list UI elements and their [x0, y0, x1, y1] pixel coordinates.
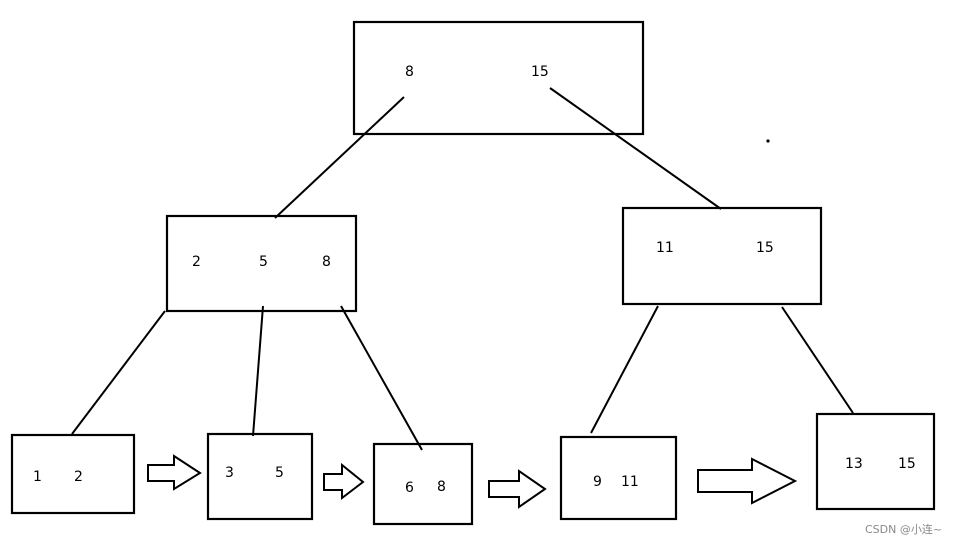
leaf-5-key-2: 15	[898, 456, 916, 472]
leaf-node-3	[372, 442, 474, 526]
root-key-2: 15	[531, 64, 549, 80]
leaf-2-key-1: 3	[225, 465, 234, 481]
leaf-link-arrow-4	[697, 457, 798, 505]
internal-left-key-2: 5	[259, 254, 268, 270]
leaf-4-key-1: 9	[593, 474, 602, 490]
internal-right-key-1: 11	[656, 240, 674, 256]
internal-node-right	[621, 206, 823, 306]
internal-left-key-3: 8	[322, 254, 331, 270]
internal-left-key-1: 2	[192, 254, 201, 270]
edge-root-to-right	[549, 87, 722, 210]
watermark: CSDN @小连~	[865, 523, 943, 536]
leaf-5-key-1: 13	[845, 456, 863, 472]
edge-right-to-leaf-4	[590, 305, 659, 434]
leaf-3-key-2: 8	[437, 479, 446, 495]
internal-node-left	[165, 214, 358, 313]
leaf-1-key-1: 1	[33, 469, 42, 485]
edge-left-to-leaf-1	[71, 310, 166, 435]
edge-left-to-leaf-3	[340, 305, 423, 451]
leaf-node-2	[206, 432, 314, 521]
leaf-link-arrow-1	[147, 454, 202, 491]
leaf-1-key-2: 2	[74, 469, 83, 485]
stray-dot	[766, 139, 770, 143]
root-node	[352, 20, 645, 136]
leaf-4-key-2: 11	[621, 474, 639, 490]
edge-right-to-leaf-5	[781, 306, 854, 414]
leaf-node-5	[815, 412, 936, 511]
leaf-2-key-2: 5	[275, 465, 284, 481]
leaf-node-1	[10, 433, 136, 515]
root-key-1: 8	[405, 64, 414, 80]
edge-root-to-left	[274, 96, 405, 219]
edge-left-to-leaf-2	[252, 305, 264, 437]
leaf-3-key-1: 6	[405, 480, 414, 496]
leaf-link-arrow-2	[323, 462, 365, 501]
internal-right-key-2: 15	[756, 240, 774, 256]
leaf-node-4	[559, 435, 678, 521]
leaf-link-arrow-3	[488, 469, 547, 509]
